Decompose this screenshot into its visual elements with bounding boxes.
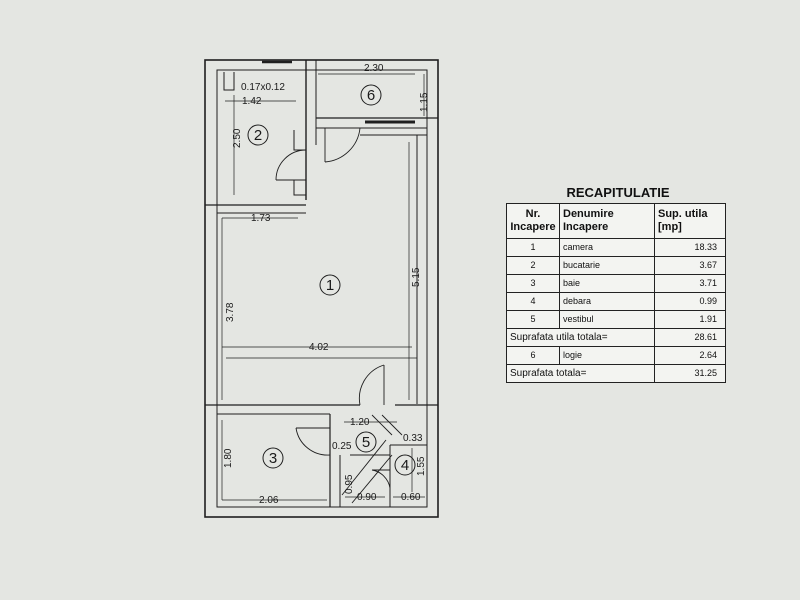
useful-total-label: Suprafata utila totala= [506,328,655,347]
row-name: baie [559,274,655,293]
dimension-labels: 0.17x0.12 1.42 2.30 1.15 2.50 1.73 3.78 … [223,63,430,506]
dim-loggia-depth: 1.15 [419,92,430,112]
table-row: 1 camera 18.33 [506,238,726,257]
row-nr: 1 [506,238,560,257]
dim-room-width: 4.02 [309,342,329,353]
door-room [358,364,385,406]
table-row: 3 baie 3.71 [506,274,726,293]
room-number-5: 5 [362,434,370,451]
inner-wall [216,69,428,508]
dim-bathroom-width: 2.06 [259,495,279,506]
door-kitchen [275,149,307,181]
row-name: vestibul [559,310,655,329]
room-number-6: 6 [367,87,375,104]
dim-kitchen-bottom: 1.73 [251,213,271,224]
useful-total-value: 28.61 [654,328,726,347]
room-marker-5 [355,431,377,453]
loggia-area: 2.64 [654,346,726,365]
door-closet [371,469,391,489]
dim-kitchen-length: 2.50 [232,128,243,148]
dim-vestibule-depth: 0.95 [344,474,355,494]
room-marker-1 [319,274,341,296]
dim-loggia-width: 2.30 [364,63,384,74]
room-marker-2 [247,124,269,146]
recap-title: RECAPITULATIE [566,185,670,200]
row-name: bucatarie [559,256,655,275]
row-area: 0.99 [654,292,726,311]
grand-total-value: 31.25 [654,364,726,383]
row-name: camera [559,238,655,257]
grand-total-label: Suprafata totala= [506,364,655,383]
row-name: debara [559,292,655,311]
outer-wall [204,59,439,518]
row-area: 3.71 [654,274,726,293]
dim-room-right: 5.15 [411,267,422,287]
dim-closet-top: 0.33 [403,433,423,444]
loggia-name: logie [559,346,655,365]
row-nr: 3 [506,274,560,293]
dim-closet-depth: 1.55 [416,456,427,476]
room-marker-4 [394,454,416,476]
row-nr: 2 [506,256,560,275]
loggia-nr: 6 [506,346,560,365]
table-row: 5 vestibul 1.91 [506,310,726,329]
room-markers [247,84,416,476]
row-area: 1.91 [654,310,726,329]
row-nr: 4 [506,292,560,311]
dim-kitchen-width: 1.42 [242,96,262,107]
dim-niche: 0.17x0.12 [241,82,285,93]
door-bathroom [295,427,331,456]
walls [204,59,439,518]
dim-room-left: 3.78 [225,302,236,322]
room-number-1: 1 [326,277,334,294]
room-number-4: 4 [401,457,409,474]
room-marker-3 [262,447,284,469]
door-loggia [324,127,361,163]
dim-vestibule-width: 1.20 [350,417,370,428]
header-nr: Nr. Incapere [506,203,560,239]
table-row: 2 bucatarie 3.67 [506,256,726,275]
dim-bathroom-left: 1.80 [223,448,234,468]
recap-header-row: Nr. Incapere Denumire Incapere Sup. util… [506,203,726,239]
row-area: 3.67 [654,256,726,275]
dimension-lines [221,73,425,501]
header-name: Denumire Incapere [559,203,655,239]
door-arcs [275,127,403,504]
dim-vestibule-bottom: 0.90 [357,492,377,503]
room-number-2: 2 [254,127,262,144]
door-entrance [341,439,387,496]
grand-total-row: Suprafata totala= 31.25 [506,364,726,383]
kitchen-niche [223,72,235,91]
dim-vestibule-jog: 0.25 [332,441,352,452]
room-number-3: 3 [269,450,277,467]
loggia-row: 6 logie 2.64 [506,346,726,365]
row-area: 18.33 [654,238,726,257]
table-row: 4 debara 0.99 [506,292,726,311]
recap-table: Nr. Incapere Denumire Incapere Sup. util… [506,203,726,383]
room-marker-6 [360,84,382,106]
header-area: Sup. utila [mp] [654,203,726,239]
room-number-labels: 1 2 3 4 5 6 [254,87,409,474]
recap-panel: RECAPITULATIE Nr. Incapere Denumire Inca… [506,183,726,383]
dim-closet-width: 0.60 [401,492,421,503]
row-nr: 5 [506,310,560,329]
useful-total-row: Suprafata utila totala= 28.61 [506,328,726,347]
